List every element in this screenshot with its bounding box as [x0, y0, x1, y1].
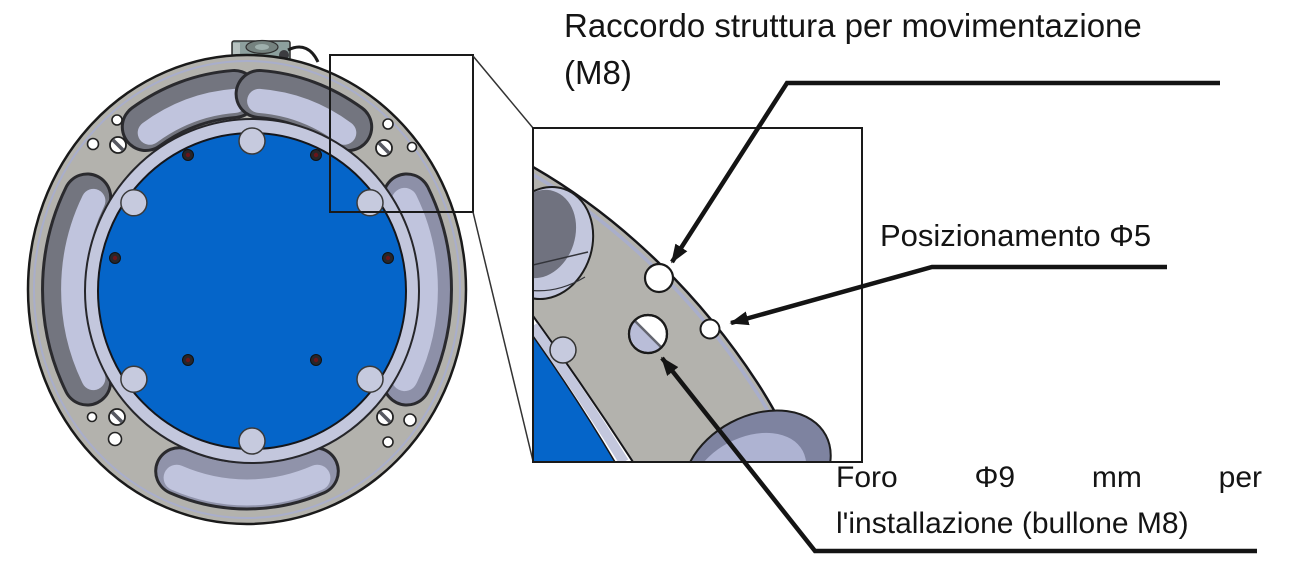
pin-hole	[86, 411, 98, 423]
fixture-cable	[287, 45, 320, 63]
zoom-connector-top	[472, 55, 534, 129]
label-foro-word: mm	[1091, 461, 1142, 494]
hole-m8-raccordo	[643, 262, 675, 294]
label-raccordo: Raccordo struttura per movimentazione (M…	[564, 2, 1244, 96]
screw	[182, 149, 194, 161]
edge-notch	[238, 427, 266, 455]
label-posizionamento: Posizionamento Φ5	[880, 218, 1220, 254]
label-foro-word: Foro	[836, 461, 898, 494]
label-raccordo-line1: Raccordo struttura per movimentazione	[564, 7, 1142, 44]
zoom-connector-bottom	[472, 211, 534, 462]
label-foro-line1: Foro Φ9 mm per	[836, 455, 1262, 501]
slotted-hole-slash	[111, 138, 125, 152]
pin-hole	[403, 413, 417, 427]
arrow-posizionamento	[729, 264, 1167, 326]
pin-hole	[111, 114, 123, 126]
plate-edge-notches	[120, 127, 384, 455]
hole-phi5	[699, 318, 721, 340]
edge-notch	[120, 189, 148, 217]
hole-phi9	[627, 313, 669, 355]
label-foro: Foro Φ9 mm per l'installazione (bullone …	[836, 455, 1262, 547]
pin-hole	[107, 431, 123, 447]
pin-hole	[86, 137, 100, 151]
ring-hole-groups	[86, 114, 418, 448]
edge-notch	[120, 365, 148, 393]
screw	[182, 354, 194, 366]
mounting-slots	[41, 69, 453, 511]
detail-view	[532, 127, 863, 463]
label-foro-word: Φ9	[974, 461, 1016, 494]
slotted-hole-slash	[110, 410, 124, 424]
assembly-front-view	[26, 39, 474, 526]
detail-inner-edge	[534, 315, 634, 461]
slotted-hole-slash	[378, 410, 392, 424]
detail-center-plate	[534, 336, 616, 461]
label-foro-line2: l'installazione (bullone M8)	[836, 507, 1189, 540]
arrow-raccordo	[670, 80, 1220, 264]
label-posizionamento-text: Posizionamento Φ5	[880, 218, 1152, 253]
center-plate	[97, 132, 407, 450]
detail-inner-lip	[534, 323, 629, 461]
detail-box-border	[532, 127, 863, 463]
callout-arrows	[660, 80, 1257, 554]
screw	[109, 252, 121, 264]
label-foro-word: per	[1218, 461, 1262, 494]
pin-hole	[382, 436, 394, 448]
detail-slot-lower	[682, 409, 832, 461]
slotted-hole-slash	[377, 141, 391, 155]
plate-screws	[109, 149, 394, 366]
screw	[382, 252, 394, 264]
pin-hole	[406, 141, 418, 153]
arrow-foro	[660, 356, 1257, 554]
edge-notch	[356, 365, 384, 393]
edge-notch	[238, 127, 266, 155]
screw	[310, 354, 322, 366]
detail-edge-notch	[549, 336, 577, 364]
label-raccordo-line2: (M8)	[564, 54, 632, 91]
outer-ring-trim	[33, 60, 461, 519]
detail-ring-section	[534, 167, 800, 461]
edge-notch	[356, 189, 384, 217]
zoom-source-rect	[329, 54, 474, 213]
detail-slot-upper	[534, 185, 595, 301]
pin-hole	[382, 118, 394, 130]
screw	[310, 149, 322, 161]
